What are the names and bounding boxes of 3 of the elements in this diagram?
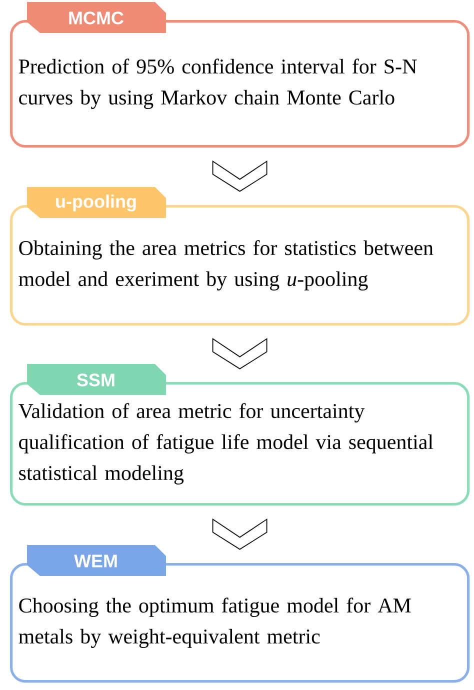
chevron-arrow (212, 338, 268, 370)
chevron-arrow (212, 518, 268, 550)
chevron-arrow (212, 160, 268, 192)
